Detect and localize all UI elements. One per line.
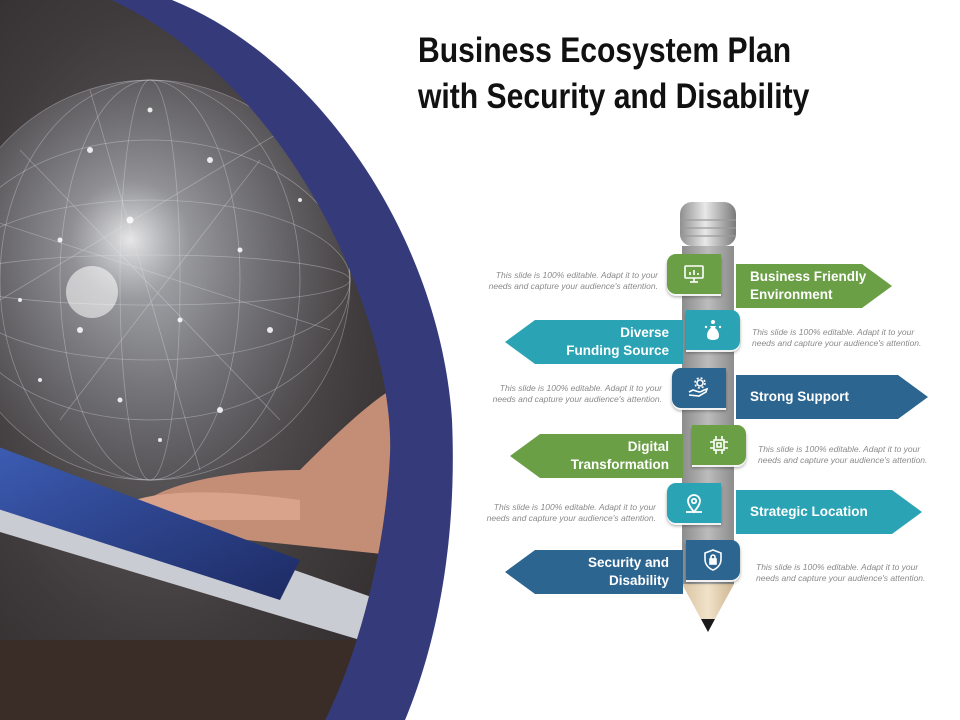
tab-3 xyxy=(672,368,726,408)
tab-5 xyxy=(667,483,721,523)
pencil-cap xyxy=(680,202,736,246)
title-line-2: with Security and Disability xyxy=(418,77,810,116)
tab-6 xyxy=(686,540,740,580)
description-5: This slide is 100% editable. Adapt it to… xyxy=(486,502,656,523)
tab-1 xyxy=(667,254,721,294)
title-line-1: Business Ecosystem Plan xyxy=(418,31,792,70)
location-pin-icon xyxy=(686,494,702,514)
description-4: This slide is 100% editable. Adapt it to… xyxy=(758,444,928,465)
hand-gear-icon xyxy=(688,377,709,397)
money-bag-icon xyxy=(704,320,722,340)
shield-lock-icon xyxy=(704,549,722,571)
description-1: This slide is 100% editable. Adapt it to… xyxy=(488,270,658,291)
tab-2 xyxy=(686,310,740,350)
pencil-body xyxy=(682,246,734,584)
tab-4 xyxy=(692,425,746,465)
monitor-chart-icon xyxy=(684,265,704,283)
page-title: Business Ecosystem Plan with Security an… xyxy=(418,28,865,120)
step-strong-support: Strong Support xyxy=(736,375,928,419)
step-strategic-location: Strategic Location xyxy=(736,490,922,534)
pencil-tip xyxy=(682,584,734,632)
description-3: This slide is 100% editable. Adapt it to… xyxy=(492,383,662,404)
description-6: This slide is 100% editable. Adapt it to… xyxy=(756,562,926,583)
circuit-icon xyxy=(710,436,728,454)
description-2: This slide is 100% editable. Adapt it to… xyxy=(752,327,922,348)
